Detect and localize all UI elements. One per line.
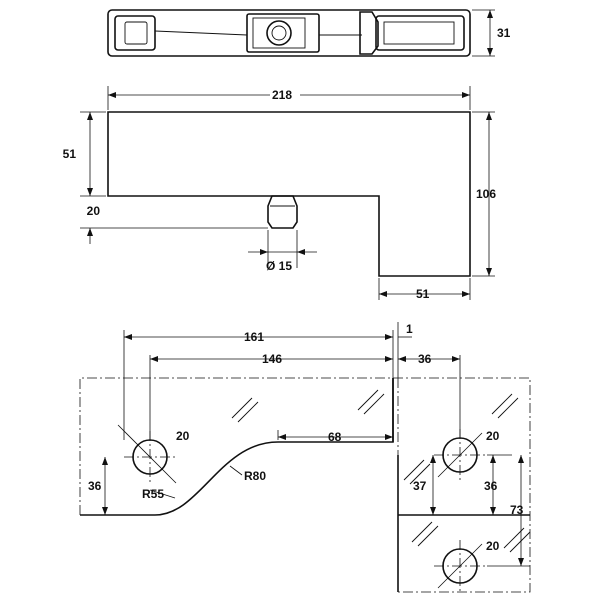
dim-146-arrow-right [385, 356, 393, 362]
hole-right-top-leader [437, 432, 483, 478]
dim-218-label-bg [270, 86, 300, 102]
glass-hatch-5 [411, 521, 439, 547]
right-clamp-hinge [359, 11, 379, 55]
dim-73-arrow-top [518, 455, 524, 463]
left-clamp-inner [124, 21, 148, 45]
dim-36-right-label: 36 [484, 479, 498, 493]
dim-37-arrow-top [430, 455, 436, 463]
dim-51b-arrow-right [462, 291, 470, 297]
dim-73-arrow-bottom [518, 558, 524, 566]
top-view: 31 [107, 9, 511, 57]
dim-218-arrow-left [108, 92, 116, 98]
dim-r55-label: R55 [142, 487, 164, 501]
dim-51-left-label: 51 [63, 147, 77, 161]
dim-36-left-arrow-bottom [102, 507, 108, 515]
glass-hatch-6 [503, 527, 531, 553]
dim-51-arrow-bottom [87, 188, 93, 196]
dim-20-label: 20 [87, 204, 101, 218]
right-clamp [375, 15, 465, 51]
dim-146-label: 146 [262, 352, 282, 366]
pivot-pin [267, 195, 298, 229]
dim-d15-arrow-left [260, 249, 268, 255]
dim-36-right-arrow-bottom [490, 507, 496, 515]
dim-161-arrow-left [124, 334, 132, 340]
dim-36-top-arrow-right [452, 356, 460, 362]
front-view: 218 51 20 106 51 Ø 15 [63, 86, 496, 301]
glass-edge-line [154, 30, 248, 36]
dim-106-arrow-bottom [486, 268, 492, 276]
dim-1-label: 1 [406, 322, 413, 336]
dim-d15-label: Ø 15 [266, 259, 292, 273]
dim-68-arrow-right [385, 434, 393, 440]
dim-73-label: 73 [510, 503, 524, 517]
dim-31-label: 31 [497, 26, 511, 40]
r80-leader [229, 465, 243, 476]
glass-hatch-2 [357, 389, 385, 415]
dim-161-arrow-right [385, 334, 393, 340]
dim-31-arrow-top [487, 10, 493, 18]
dim-161-label: 161 [244, 330, 264, 344]
dim-hole-left-label: 20 [176, 429, 190, 443]
dim-51-arrow-top [87, 112, 93, 120]
center-block [246, 13, 320, 53]
hole-right-bottom-leader [437, 543, 483, 589]
dim-36-top-label: 36 [418, 352, 432, 366]
dim-r80-label: R80 [244, 469, 266, 483]
glass-hatch-4 [403, 459, 431, 485]
dim-37-arrow-bottom [430, 507, 436, 515]
dim-36-top-arrow-left [398, 356, 406, 362]
dim-218-arrow-right [462, 92, 470, 98]
dim-hole-right-bottom-label: 20 [486, 539, 500, 553]
cutout-view: 161 1 146 36 68 20 20 20 [79, 322, 531, 593]
dim-36-right-arrow-top [490, 455, 496, 463]
glass-hatch-3 [491, 393, 519, 419]
dim-68-arrow-left [278, 434, 286, 440]
dim-36-left-arrow-top [102, 457, 108, 465]
dim-20-arrow [87, 228, 93, 236]
hole-left-leader [117, 424, 177, 484]
dim-36-left-label: 36 [88, 479, 102, 493]
r55-leader [149, 489, 176, 499]
dim-106-arrow-top [486, 112, 492, 120]
pivot-outer [266, 20, 292, 46]
panel-outline [79, 377, 531, 593]
dim-51-bottom-label: 51 [416, 287, 430, 301]
center-block-inner [252, 17, 306, 49]
dim-d15-arrow-right [297, 249, 305, 255]
top-view-outline [107, 9, 471, 57]
glass-cutout-left [80, 378, 394, 516]
front-view-outline [107, 111, 471, 277]
dim-146-arrow-left [150, 356, 158, 362]
dim-31-arrow-bottom [487, 48, 493, 56]
pivot-inner [271, 25, 287, 41]
left-clamp [114, 15, 156, 51]
right-clamp-inner [383, 21, 455, 45]
dim-37-label: 37 [413, 479, 427, 493]
dim-218-label: 218 [272, 88, 292, 102]
dim-68-label: 68 [328, 430, 342, 444]
glass-hatch-1 [231, 397, 259, 423]
dim-hole-right-top-label: 20 [486, 429, 500, 443]
dim-106-label: 106 [476, 187, 496, 201]
dim-51b-arrow-left [379, 291, 387, 297]
